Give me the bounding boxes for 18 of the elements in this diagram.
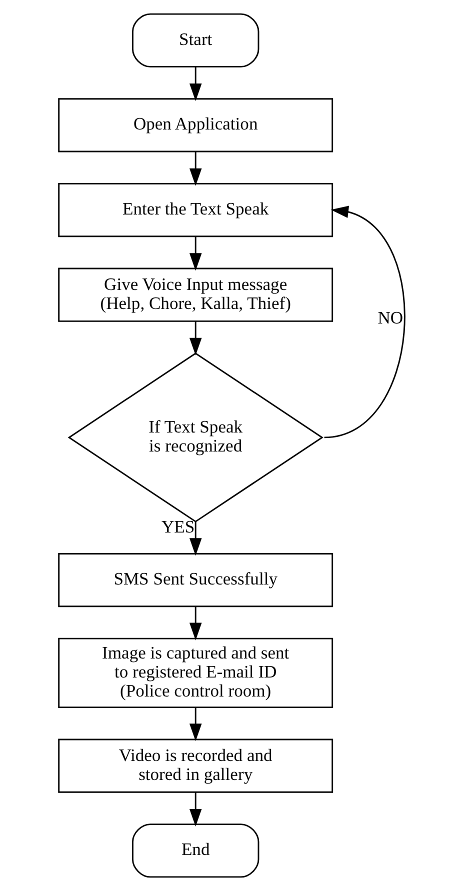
node-box: Open Application — [58, 98, 333, 152]
arrow — [324, 206, 405, 438]
arrow — [188, 321, 202, 356]
arrow — [188, 792, 202, 827]
arrow — [188, 152, 202, 186]
node-box: Video is recorded and stored in gallery — [58, 738, 333, 793]
node-box: Give Voice Input message (Help, Chore, Kalla, Thief) — [58, 268, 333, 322]
node-box: Image is captured and sent to registered E-mail ID (Police control room) — [58, 638, 333, 708]
arrow — [188, 707, 202, 742]
node-box: Enter the Text Speak — [58, 182, 333, 238]
arrow — [188, 66, 202, 102]
edge-label: NO — [377, 308, 403, 328]
node-box: End — [131, 824, 259, 878]
node-box: Start — [131, 13, 259, 68]
node-box: SMS Sent Successfully — [58, 553, 333, 608]
arrow — [188, 522, 202, 556]
arrow — [188, 606, 202, 640]
arrow — [188, 236, 202, 271]
